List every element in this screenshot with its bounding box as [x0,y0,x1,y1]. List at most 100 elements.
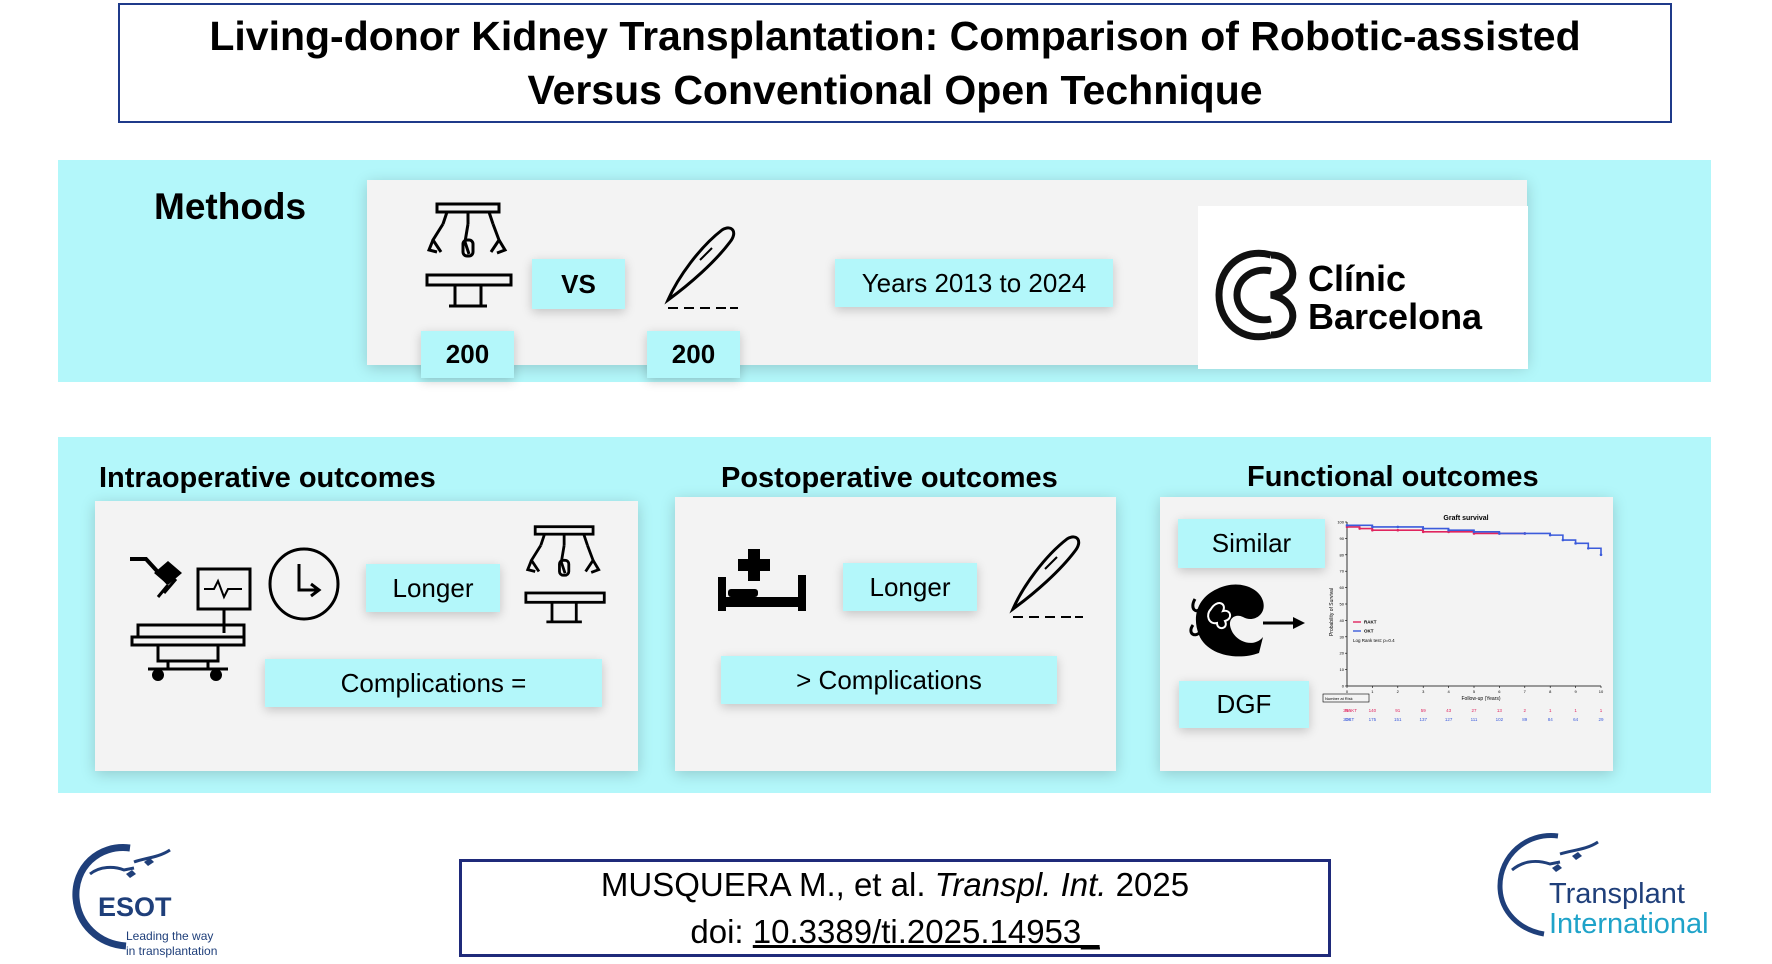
risk-table-header-box [1322,693,1370,703]
risk-table-cell: 102 [1496,717,1504,722]
postoperative-heading: Postoperative outcomes [721,462,1058,494]
chart-y-tick-label: 70 [1340,569,1345,574]
hospital-bed-icon [716,545,808,615]
risk-table-cell: 127 [1445,717,1453,722]
citation-line-1: MUSQUERA M., et al. Transpl. Int. 2025 [601,861,1189,908]
chart-x-tick-label: 5 [1473,689,1476,694]
chart-point-okt [1447,528,1450,532]
esot-tagline-2: in transplantation [126,944,218,958]
chart-x-tick-label: 6 [1498,689,1501,694]
chart-title: Graft survival [1443,515,1488,522]
risk-table-cell: 140 [1369,708,1377,713]
chart-x-tick-label: 7 [1524,689,1527,694]
risk-table-row-label: OKT [1345,717,1355,722]
title-line-1: Living-donor Kidney Transplantation: Com… [209,13,1581,59]
risk-table-cell: 27 [1471,708,1477,713]
chart-point-rakt [1371,528,1374,532]
robot-icon [524,521,608,636]
chart-x-tick-label: 4 [1447,689,1450,694]
chart-x-tick-label: 10 [1599,689,1604,694]
similar-tag: Similar [1178,519,1325,568]
chart-y-tick-label: 60 [1340,585,1345,590]
chart-point-okt [1396,525,1400,529]
clinic-logo-box [1198,206,1528,369]
ti-logo-icon [1497,833,1599,937]
esot-logo-icon [72,844,171,950]
chart-y-tick-label: 30 [1340,634,1345,639]
chart-legend-label: OKT [1364,629,1374,634]
chart-y-tick-label: 100 [1337,520,1344,525]
chart-x-label: Follow-up (Years) [1462,696,1501,702]
risk-table-cell: 200 [1343,717,1351,722]
risk-table-cell: 111 [1471,717,1478,722]
postoperative-longer-tag: Longer [843,563,977,611]
risk-table-cell: 151 [1394,717,1402,722]
risk-table-cell: 91 [1395,708,1401,713]
scalpel-icon [1005,531,1085,621]
chart-x-tick-label: 2 [1397,689,1400,694]
clock-icon [267,546,341,622]
chart-point-okt [1587,546,1590,550]
esot-name: ESOT [98,892,172,922]
chart-point-okt [1371,525,1374,529]
citation-journal: Transpl. Int. [934,866,1107,903]
chart-x-tick-label: 0 [1346,689,1349,694]
citation-doi-link[interactable]: 10.3389/ti.2025.14953_ [752,913,1100,950]
risk-table-header: Number at Risk [1325,696,1353,701]
risk-table-row-label: RAKT [1345,708,1357,713]
chart-point-okt [1548,533,1552,537]
chart-y-tick-label: 90 [1340,536,1345,541]
citation-doi-prefix: doi: [690,913,744,950]
chart-point-rakt [1358,527,1361,530]
open-count-tag: 200 [647,331,740,378]
chart-point-okt [1345,523,1349,527]
postoperative-card [675,497,1116,771]
vs-tag: VS [532,259,625,309]
transplant-international-logo: Transplant International [1494,830,1764,960]
risk-table-cell: 84 [1548,717,1554,722]
chart-x-tick-label: 8 [1549,689,1552,694]
chart-legend-label: RAKT [1364,620,1377,625]
citation-year: 2025 [1115,866,1190,903]
chart-point-okt [1561,538,1565,542]
chart-y-tick-label: 50 [1340,602,1345,607]
graft-survival-svg: Graft survival Probability of Survival F… [1322,515,1604,722]
kidney-icon [1187,579,1312,659]
esot-tagline-1: Leading the way [126,929,214,943]
risk-table-cell: 137 [1419,717,1427,722]
risk-table-cell: 13 [1497,708,1503,713]
robot-icon [425,202,515,317]
chart-annotation: Log Rank test: p=0.4 [1353,638,1395,643]
chart-point-okt [1523,532,1527,535]
citation-authors: MUSQUERA M., et al. [600,866,926,903]
chart-point-okt [1472,530,1476,534]
risk-table-cell: 29 [1598,717,1604,722]
title-box: Living-donor Kidney Transplantation: Com… [118,3,1672,123]
chart-point-rakt [1396,528,1400,532]
ti-line-2: International [1549,908,1709,940]
citation-line-2: doi: 10.3389/ti.2025.14953_ [690,908,1099,955]
clinic-logo-line-1: Clínic [1308,258,1407,299]
title-line-2: Versus Conventional Open Technique [527,67,1263,113]
chart-y-label: Probability of Survival [1329,588,1335,636]
risk-table-cell: 59 [1421,708,1427,713]
chart-y-tick-label: 10 [1340,667,1345,672]
risk-table-cell: 175 [1369,717,1377,722]
dgf-tag: DGF [1179,681,1309,728]
chart-point-rakt [1421,530,1425,534]
chart-x-tick-label: 1 [1371,689,1374,694]
risk-table-cell: 1 [1549,708,1552,713]
chart-point-okt [1574,542,1577,545]
chart-y-tick-label: 0 [1342,684,1345,689]
risk-table-cell: 89 [1522,717,1528,722]
clinic-logo-icon [1213,243,1308,347]
chart-point-okt [1599,553,1603,557]
risk-table-cell: 43 [1446,708,1452,713]
risk-table-cell: 2 [1524,708,1527,713]
years-tag: Years 2013 to 2024 [835,259,1113,307]
chart-y-tick-label: 80 [1340,552,1345,557]
methods-heading: Methods [154,186,307,227]
esot-logo: ESOT Leading the way in transplantation [70,840,240,962]
operating-room-icon [128,553,253,683]
chart-y-tick-label: 20 [1340,651,1345,656]
